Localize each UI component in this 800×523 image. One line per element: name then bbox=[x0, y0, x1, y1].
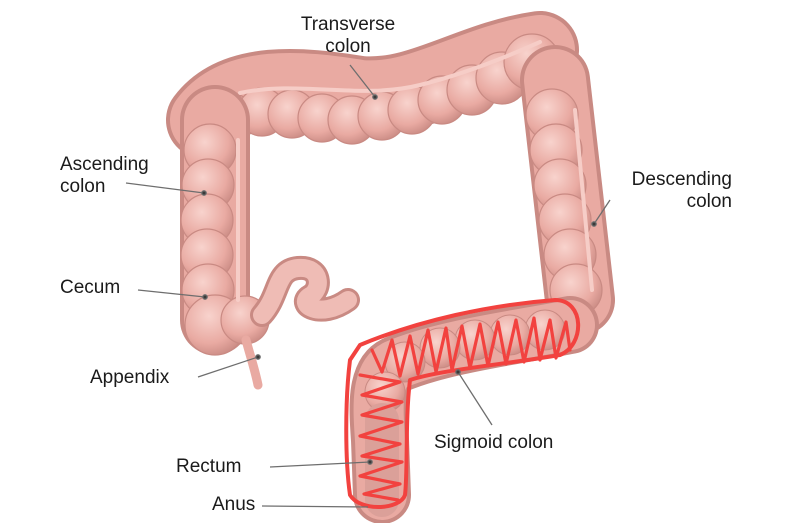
label-ascending-colon: Ascending colon bbox=[60, 154, 149, 198]
label-ascending-line1: Ascending bbox=[60, 154, 149, 175]
label-cecum: Cecum bbox=[60, 277, 121, 298]
label-anus: Anus bbox=[212, 494, 256, 515]
transverse-colon bbox=[166, 11, 579, 159]
label-transverse-line1: Transverse bbox=[300, 14, 396, 35]
annotation-scribble bbox=[358, 316, 572, 502]
label-sigmoid-colon: Sigmoid colon bbox=[434, 432, 554, 453]
label-appendix: Appendix bbox=[90, 367, 170, 388]
ascending-colon bbox=[180, 85, 270, 356]
label-transverse-colon: Transverse colon bbox=[278, 14, 418, 58]
appendix bbox=[241, 335, 263, 390]
label-transverse-line2: colon bbox=[325, 36, 371, 57]
descending-colon bbox=[520, 45, 615, 335]
label-rectum: Rectum bbox=[176, 456, 242, 477]
leader-lines bbox=[125, 64, 611, 508]
label-ascending-line2: colon bbox=[60, 176, 106, 197]
label-descending-line2: colon bbox=[686, 191, 732, 212]
label-descending-colon: Descending colon bbox=[610, 169, 732, 213]
sigmoid-colon bbox=[349, 296, 599, 523]
annotation-outline bbox=[344, 298, 581, 509]
label-descending-line1: Descending bbox=[631, 169, 732, 190]
